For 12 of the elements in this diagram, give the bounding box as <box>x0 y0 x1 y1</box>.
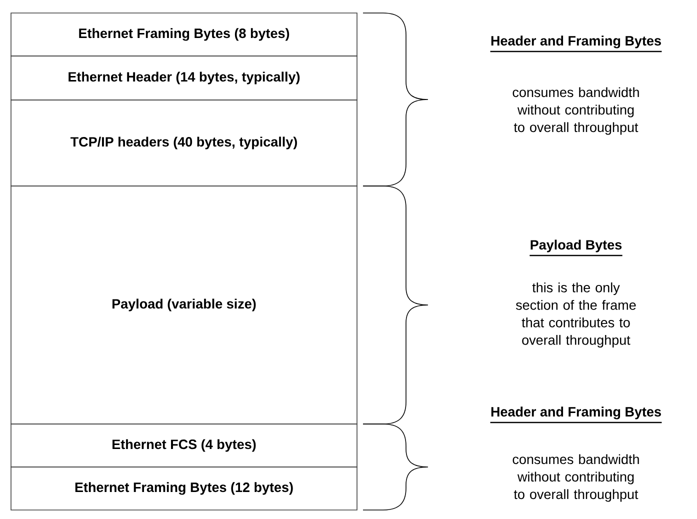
frame-field-box: Ethernet Framing Bytes (12 bytes) <box>10 466 358 510</box>
description-text: this is the only section of the frame that contributes to overall throughput <box>516 282 636 348</box>
frame-field-box: Ethernet FCS (4 bytes) <box>10 424 358 468</box>
section-heading: Payload Bytes <box>530 240 622 256</box>
frame-field-box: Ethernet Header (14 bytes, typically) <box>10 56 358 100</box>
frame-field-box: TCP/IP headers (40 bytes, typically) <box>10 100 358 186</box>
description-text: consumes bandwidth without contributing to overall throughput <box>512 454 639 502</box>
frame-field-box: Ethernet Framing Bytes (8 bytes) <box>10 12 358 56</box>
section-heading: Header and Framing Bytes <box>490 36 662 52</box>
description-text: consumes bandwidth without contributing to overall throughput <box>512 87 639 135</box>
frame-field-box: Payload (variable size) <box>10 186 358 424</box>
section-heading: Header and Framing Bytes <box>490 406 662 424</box>
